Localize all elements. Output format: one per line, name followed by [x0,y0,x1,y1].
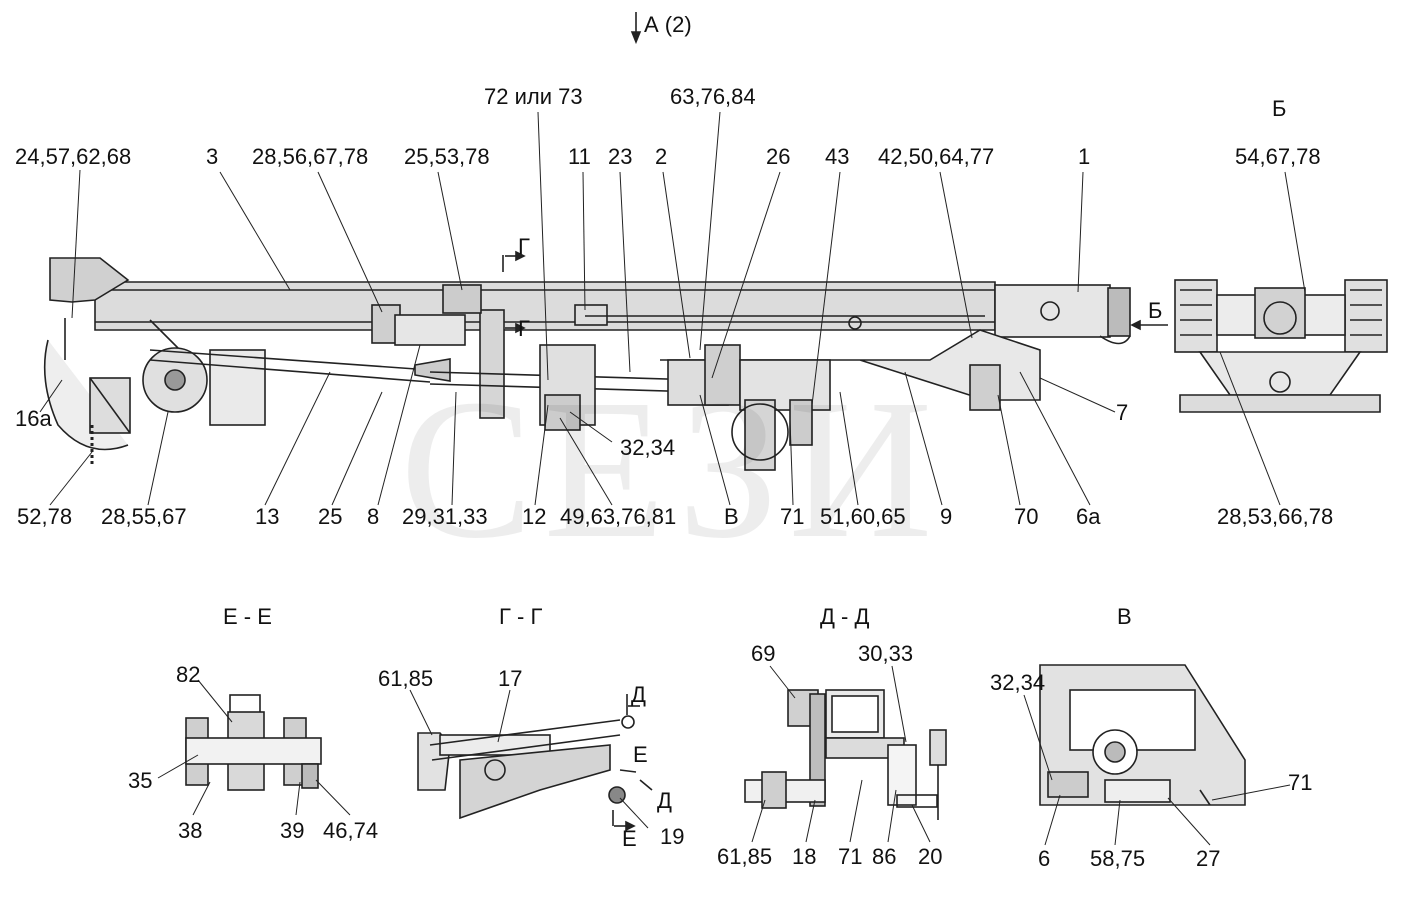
label-29-31-33: 29,31,33 [402,504,488,529]
ee-label-35: 35 [128,768,153,793]
v-label-58-75: 58,75 [1090,846,1146,871]
label-3: 3 [206,144,219,169]
v-label-32-34: 32,34 [990,670,1046,695]
label-2: 2 [655,144,668,169]
gg-label-61-85: 61,85 [378,666,434,691]
view-a-label: А (2) [644,12,692,37]
gg-label-17: 17 [498,666,523,691]
label-70: 70 [1014,504,1039,529]
section-dd-title: Д - Д [820,604,870,629]
dd-label-18: 18 [792,844,817,869]
label-28-55-67: 28,55,67 [101,504,187,529]
watermark: СЕЗИ [400,359,943,580]
section-v-title: В [1117,604,1132,629]
label-16a: 16а [15,406,52,431]
label-42-50-64-77: 42,50,64,77 [878,144,995,169]
view-v-mark: В [724,504,739,529]
label-24-57-62-68: 24,57,62,68 [15,144,132,169]
dd-label-86: 86 [872,844,897,869]
dd-label-30-33: 30,33 [858,641,914,666]
dd-label-71: 71 [838,844,863,869]
dd-label-20: 20 [918,844,943,869]
gg-label-d-bottom: Д [657,788,672,813]
section-ee-drawing [185,694,322,791]
label-6a: 6а [1076,504,1101,529]
leader-lines [39,111,1306,846]
ee-label-46-74: 46,74 [323,818,379,843]
ee-label-38: 38 [178,818,203,843]
label-72-or-73: 72 или 73 [484,84,583,109]
gg-label-19: 19 [660,824,685,849]
label-32-34-main: 32,34 [620,435,676,460]
section-gg-drawing [417,694,653,832]
label-52-78: 52,78 [17,504,73,529]
label-71-main: 71 [780,504,805,529]
label-25: 25 [318,504,343,529]
v-label-27: 27 [1196,846,1221,871]
view-v-drawing [1039,664,1246,806]
section-ee-title: Е - Е [223,604,272,629]
dd-label-69: 69 [751,641,776,666]
label-7: 7 [1116,400,1129,425]
view-b-drawing [1174,279,1388,413]
label-8: 8 [367,504,380,529]
section-g-mark-lower: Г [518,316,530,341]
label-1: 1 [1078,144,1091,169]
gg-label-e-mid: Е [633,742,648,767]
section-gg-title: Г - Г [499,604,543,629]
label-9: 9 [940,504,953,529]
section-g-mark: Г [518,234,530,259]
view-b-title: Б [1272,96,1287,121]
dd-label-61-85: 61,85 [717,844,773,869]
label-13: 13 [255,504,280,529]
label-43: 43 [825,144,850,169]
section-dd-drawing [744,689,947,820]
label-28-53-66-78: 28,53,66,78 [1217,504,1334,529]
v-label-71: 71 [1288,770,1313,795]
label-49-63-76-81: 49,63,76,81 [560,504,677,529]
gg-label-d-top: Д [631,682,646,707]
label-11: 11 [568,144,591,169]
label-25-53-78: 25,53,78 [404,144,490,169]
label-63-76-84: 63,76,84 [670,84,756,109]
ee-label-39: 39 [280,818,305,843]
v-label-6: 6 [1038,846,1051,871]
label-12: 12 [522,504,547,529]
label-26: 26 [766,144,791,169]
label-54-67-78: 54,67,78 [1235,144,1321,169]
label-23: 23 [608,144,633,169]
label-28-56-67-78: 28,56,67,78 [252,144,369,169]
gg-label-e-bottom: Е [622,826,637,851]
ee-label-82: 82 [176,662,201,687]
label-51-60-65: 51,60,65 [820,504,906,529]
view-b-arrow-label: Б [1148,298,1163,323]
